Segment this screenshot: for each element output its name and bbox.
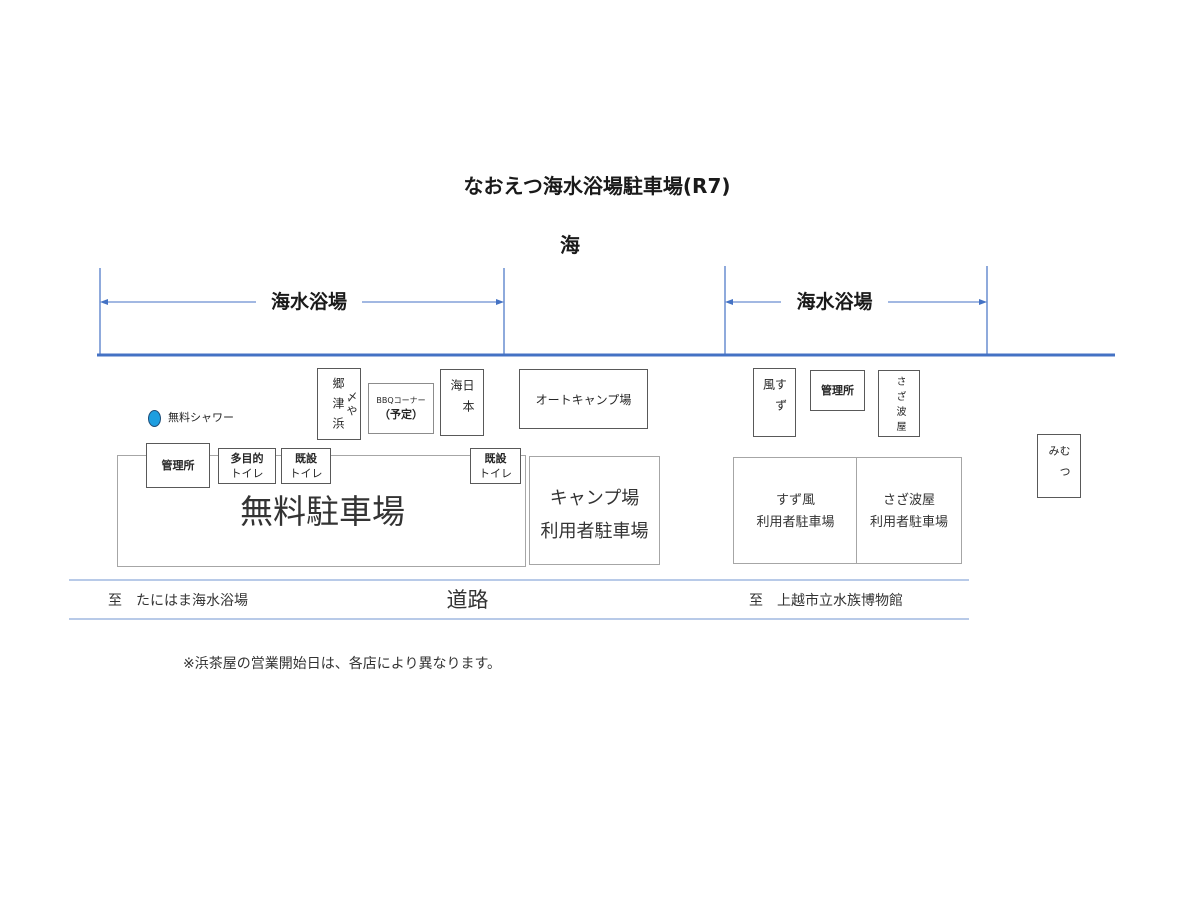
toilet-east-line2: トイレ bbox=[479, 467, 512, 480]
opening-date-note: ※浜茶屋の営業開始日は、各店により異なります。 bbox=[183, 656, 502, 672]
toilet-west-box[interactable]: 既設 トイレ bbox=[281, 448, 331, 484]
mutsumi-shop-name: むつみ bbox=[1047, 445, 1071, 487]
office-west-box[interactable]: 管理所 bbox=[146, 443, 210, 488]
multipurpose-toilet-line1: 多目的 bbox=[230, 452, 264, 465]
free-parking-label: 無料駐車場 bbox=[240, 492, 405, 531]
road-east-direction: 至 上越市立水族博物館 bbox=[749, 593, 903, 609]
shop-parking-divider bbox=[856, 458, 857, 563]
east-beach-arrowhead-right bbox=[979, 299, 987, 305]
office-east-box[interactable]: 管理所 bbox=[810, 370, 865, 411]
sazanamiya-shop-name: さざ波屋 bbox=[894, 376, 905, 436]
suzukaze-shop-box[interactable]: すず風 bbox=[753, 368, 796, 437]
auto-camp-box[interactable]: オートキャンプ場 bbox=[519, 369, 648, 429]
sazanamiya-parking-area[interactable]: さざ波屋 利用者駐車場 bbox=[857, 458, 961, 563]
sea-label: 海 bbox=[560, 233, 580, 257]
shower-label: 無料シャワー bbox=[168, 411, 234, 424]
toilet-east-line1: 既設 bbox=[484, 452, 507, 465]
beach-west-label: 海水浴場 bbox=[258, 289, 360, 315]
office-west-label: 管理所 bbox=[161, 459, 195, 472]
bbq-corner-label: BBQコーナー bbox=[376, 395, 426, 405]
suzukaze-parking-line2: 利用者駐車場 bbox=[756, 515, 835, 530]
office-east-label: 管理所 bbox=[821, 384, 854, 397]
goutsuhama-name: 郷津浜 bbox=[331, 377, 345, 437]
toilet-west-line1: 既設 bbox=[295, 452, 317, 465]
sazanamiya-shop-box[interactable]: さざ波屋 bbox=[878, 370, 920, 437]
auto-camp-label: オートキャンプ場 bbox=[535, 392, 632, 407]
nihonkai-shop-name: 日本海 bbox=[449, 379, 475, 421]
east-beach-arrowhead-left bbox=[725, 299, 733, 305]
toilet-west-line2: トイレ bbox=[289, 467, 323, 480]
shower-marker-icon[interactable] bbox=[148, 410, 161, 427]
map-title: なおえつ海水浴場駐車場(R7) bbox=[463, 174, 731, 198]
shop-parking-area: すず風 利用者駐車場 さざ波屋 利用者駐車場 bbox=[733, 457, 962, 564]
goutsuhama-shop-name: 〆や bbox=[345, 391, 358, 419]
bbq-corner-box[interactable]: BBQコーナー （予定） bbox=[368, 383, 434, 434]
mutsumi-shop-box[interactable]: むつみ bbox=[1037, 434, 1081, 498]
road-west-direction: 至 たにはま海水浴場 bbox=[108, 593, 248, 609]
west-beach-arrowhead-right bbox=[496, 299, 504, 305]
bbq-planned-note: （予定） bbox=[379, 407, 423, 421]
west-beach-arrowhead-left bbox=[100, 299, 108, 305]
sazanamiya-parking-line2: 利用者駐車場 bbox=[869, 515, 948, 530]
sazanamiya-parking-line1: さざ波屋 bbox=[882, 493, 935, 508]
suzukaze-parking-line1: すず風 bbox=[775, 493, 815, 508]
multipurpose-toilet-box[interactable]: 多目的 トイレ bbox=[218, 448, 276, 484]
camp-parking-line2: 利用者駐車場 bbox=[540, 521, 649, 542]
toilet-east-box[interactable]: 既設 トイレ bbox=[470, 448, 521, 484]
nihonkai-shop-box[interactable]: 日本海 bbox=[440, 369, 484, 436]
goutsuhama-shop-box[interactable]: 郷津浜 〆や bbox=[317, 368, 361, 440]
beach-east-label: 海水浴場 bbox=[783, 289, 886, 315]
multipurpose-toilet-line2: トイレ bbox=[230, 467, 264, 480]
camp-parking-line1: キャンプ場 bbox=[549, 488, 640, 509]
suzukaze-shop-name: すず風 bbox=[761, 378, 788, 420]
suzukaze-parking-area[interactable]: すず風 利用者駐車場 bbox=[734, 458, 857, 563]
road-label: 道路 bbox=[446, 588, 489, 612]
camp-parking-area[interactable]: キャンプ場 利用者駐車場 bbox=[529, 456, 660, 565]
